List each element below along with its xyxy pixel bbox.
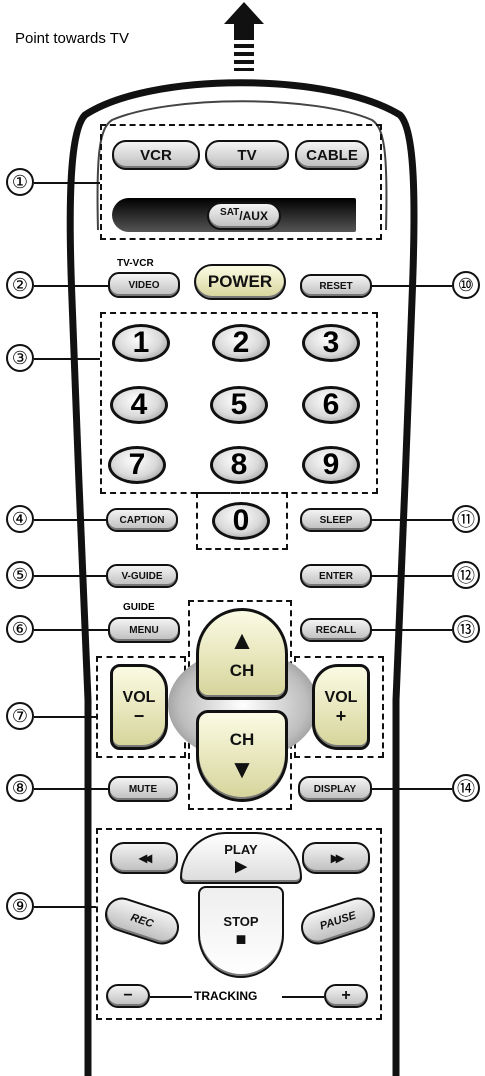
v-guide-button[interactable]: V-GUIDE <box>106 564 178 588</box>
callout-2: ② <box>6 271 34 299</box>
leader-7 <box>34 716 96 718</box>
channel-down-button[interactable]: CH ▼ <box>196 710 288 802</box>
video-button[interactable]: VIDEO <box>108 272 180 298</box>
vcr-button[interactable]: VCR <box>112 140 200 170</box>
leader-4 <box>34 519 106 521</box>
tracking-line-right <box>282 996 324 998</box>
power-button[interactable]: POWER <box>194 264 286 300</box>
stop-button[interactable]: STOP ■ <box>198 886 284 978</box>
tracking-minus-button[interactable]: − <box>106 984 150 1008</box>
digit-button-2[interactable]: 2 <box>212 324 270 362</box>
leader-1 <box>34 182 100 184</box>
aux-label: /AUX <box>239 209 268 223</box>
digit-button-6[interactable]: 6 <box>302 386 360 424</box>
vol-down-label: VOL <box>123 689 156 707</box>
volume-down-button[interactable]: VOL − <box>110 664 168 750</box>
callout-4: ④ <box>6 505 34 533</box>
down-triangle-icon: ▼ <box>229 756 255 782</box>
callout-6: ⑥ <box>6 615 34 643</box>
leader-13 <box>372 629 452 631</box>
enter-button[interactable]: ENTER <box>300 564 372 588</box>
up-triangle-icon: ▲ <box>229 627 255 653</box>
cable-button[interactable]: CABLE <box>295 140 369 170</box>
play-label: PLAY <box>224 842 257 857</box>
digit-button-8[interactable]: 8 <box>210 446 268 484</box>
callout-1: ① <box>6 168 34 196</box>
callout-13: ⑬ <box>452 615 480 643</box>
callout-11: ⑪ <box>452 505 480 533</box>
plus-icon: + <box>336 707 347 725</box>
reset-button[interactable]: RESET <box>300 274 372 298</box>
mute-button[interactable]: MUTE <box>108 776 178 802</box>
ch-up-label: CH <box>230 661 255 681</box>
vol-up-label: VOL <box>325 689 358 707</box>
digit-button-3[interactable]: 3 <box>302 324 360 362</box>
menu-button[interactable]: MENU <box>108 617 180 643</box>
volume-up-button[interactable]: VOL + <box>312 664 370 750</box>
leader-8 <box>34 788 108 790</box>
digit-button-7[interactable]: 7 <box>108 446 166 484</box>
leader-6 <box>34 629 108 631</box>
callout-5: ⑤ <box>6 561 34 589</box>
stop-label: STOP <box>223 914 258 929</box>
digit-button-4[interactable]: 4 <box>110 386 168 424</box>
stop-icon: ■ <box>236 929 247 950</box>
channel-up-button[interactable]: ▲ CH <box>196 608 288 700</box>
leader-12 <box>372 575 452 577</box>
recall-button[interactable]: RECALL <box>300 618 372 642</box>
digit-button-9[interactable]: 9 <box>302 446 360 484</box>
callout-10: ⑩ <box>452 271 480 299</box>
sat-label: SAT <box>220 207 239 218</box>
digit-button-5[interactable]: 5 <box>210 386 268 424</box>
digit-button-0[interactable]: 0 <box>212 502 270 540</box>
minus-icon: − <box>134 707 145 725</box>
caption-button[interactable]: CAPTION <box>106 508 178 532</box>
callout-3: ③ <box>6 344 34 372</box>
display-button[interactable]: DISPLAY <box>298 776 372 802</box>
leader-14 <box>372 788 452 790</box>
tvvcr-label: TV-VCR <box>117 258 154 269</box>
tracking-plus-button[interactable]: + <box>324 984 368 1008</box>
tracking-label: TRACKING <box>194 989 257 1003</box>
leader-11 <box>372 519 452 521</box>
guide-label: GUIDE <box>123 602 155 613</box>
leader-5 <box>34 575 106 577</box>
tracking-line-left <box>150 996 192 998</box>
leader-9 <box>34 906 96 908</box>
play-icon: ▶ <box>235 857 247 875</box>
sleep-button[interactable]: SLEEP <box>300 508 372 532</box>
callout-12: ⑫ <box>452 561 480 589</box>
leader-3 <box>34 358 100 360</box>
callout-7: ⑦ <box>6 702 34 730</box>
callout-14: ⑭ <box>452 774 480 802</box>
fast-forward-button[interactable]: ▸▸ <box>302 842 370 874</box>
digit-button-1[interactable]: 1 <box>112 324 170 362</box>
leader-2 <box>34 285 108 287</box>
sat-aux-button[interactable]: SAT/AUX <box>207 202 281 230</box>
callout-8: ⑧ <box>6 774 34 802</box>
tv-button[interactable]: TV <box>205 140 289 170</box>
ch-down-label: CH <box>230 730 255 750</box>
rewind-button[interactable]: ◂◂ <box>110 842 178 874</box>
callout-9: ⑨ <box>6 892 34 920</box>
leader-10 <box>372 285 452 287</box>
